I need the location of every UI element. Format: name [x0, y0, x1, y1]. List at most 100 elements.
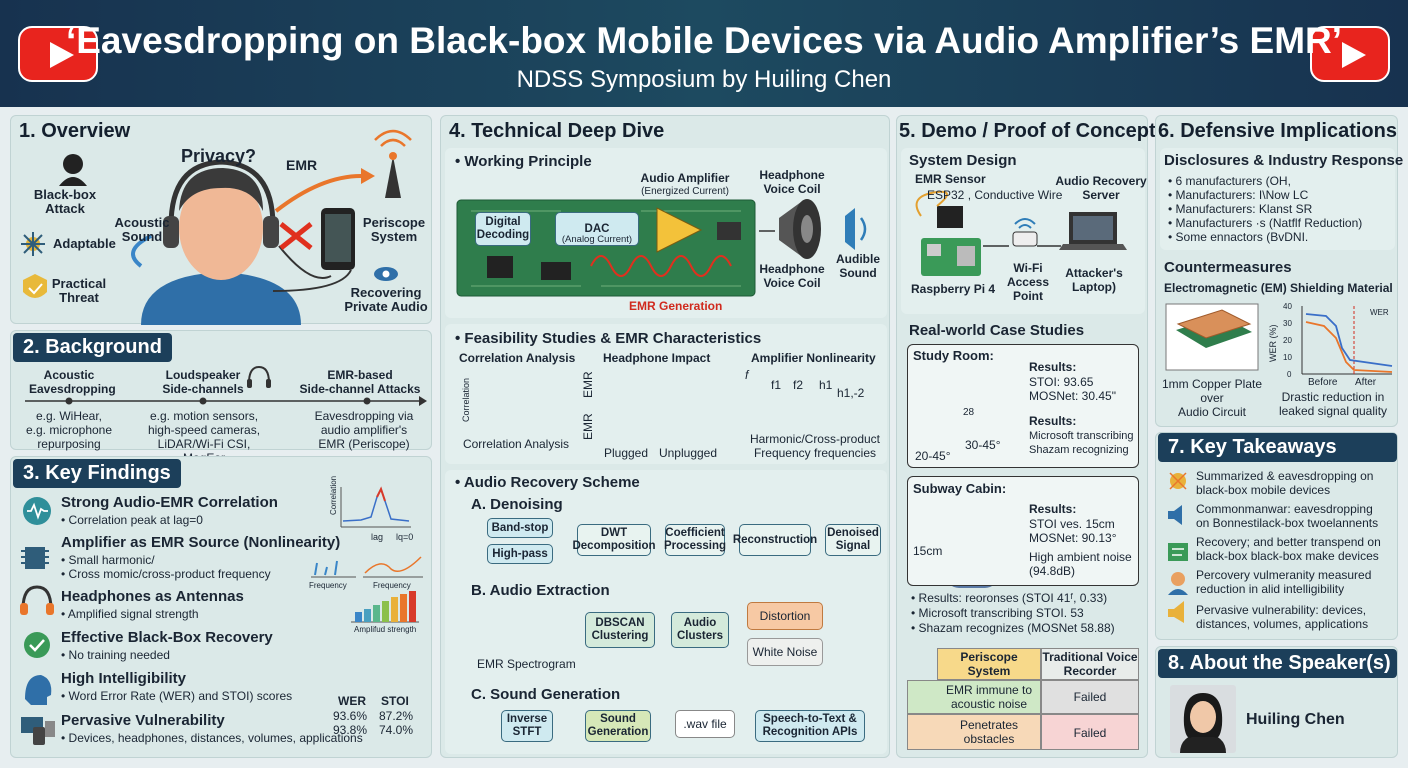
feasibility-title: • Feasibility Studies & EMR Characterist… — [455, 330, 762, 347]
ambient-noise: High ambient noise (94.8dB) — [1029, 550, 1132, 578]
h1-label: h1 — [819, 378, 833, 392]
corr-y-label: Correlation — [461, 377, 471, 422]
play-icon-left[interactable] — [18, 26, 98, 82]
wer-row-2: 93.8% — [333, 723, 368, 737]
dac-box: DAC — [555, 212, 639, 246]
takeaways-title: 7. Key Takeaways — [1158, 433, 1397, 462]
table-row-1-value-cell — [1041, 680, 1139, 714]
recovery-title: • Audio Recovery Scheme — [455, 474, 640, 491]
stoi-header: STOI — [381, 694, 409, 708]
practical-label: Practical Threat — [51, 276, 107, 305]
white-noise-box: White Noise — [747, 638, 823, 666]
table-r1-label: EMR immune to acoustic noise — [945, 683, 1033, 711]
bg-col3-head: EMR-based Side-channel Attacks — [299, 368, 421, 396]
emr-label-1: EMR — [581, 371, 595, 398]
feasibility-box — [445, 324, 887, 464]
emr-label: EMR — [286, 157, 318, 173]
audio-clusters-box: Audio Clusters — [671, 612, 729, 648]
findings-panel: 3. Key Findings Strong Audio-EMR Correla… — [10, 456, 432, 758]
istft-box: Inverse STFT — [501, 710, 553, 742]
analog-label: (Analog Current) — [561, 234, 633, 245]
study-room-label: Study Room: — [913, 348, 994, 363]
header-banner: ‘Eavesdropping on Black-box Mobile Devic… — [0, 0, 1408, 107]
takeaway-5: Pervasive vulnerability: devices, distan… — [1196, 603, 1369, 631]
page-title: ‘Eavesdropping on Black-box Mobile Devic… — [65, 20, 1343, 61]
ytick-30: 30 — [1283, 319, 1292, 328]
unplugged-label: Unplugged — [658, 446, 718, 460]
working-principle-title: • Working Principle — [455, 153, 592, 170]
takeaway-3: Recovery; and better transpend on black-… — [1196, 535, 1381, 563]
sound-gen-box: Sound Generation — [585, 710, 651, 742]
h2-label: h1,-2 — [837, 386, 865, 400]
finding-1-body: • Correlation peak at lag=0 — [61, 513, 203, 527]
table-row-1 — [907, 680, 1041, 714]
disc-4: • Manufacturers ·s (Natflf Reduction) — [1168, 216, 1363, 230]
wer-row-1: 93.6% — [333, 709, 368, 723]
extraction-title: B. Audio Extraction — [471, 582, 610, 599]
coefficient-box: Coefficient Processing — [664, 524, 726, 556]
stoi-row-1: 87.2% — [379, 709, 414, 723]
results-label-1: Results: — [1029, 360, 1077, 374]
denoised-box: Denoised Signal — [825, 524, 881, 556]
demo-panel: 5. Demo / Proof of Concept System Design… — [896, 115, 1156, 758]
dac-label: DAC — [584, 222, 610, 235]
overview-title: 1. Overview — [19, 120, 131, 142]
shielding-illustration — [1165, 303, 1393, 375]
emr-sensor-label: EMR Sensor — [915, 172, 986, 186]
drastic-label: Drastic reduction in leaked signal quali… — [1278, 390, 1388, 418]
takeaway-2: Commonmanwar: eavesdropping on Bonnestil… — [1196, 502, 1379, 530]
background-panel: 2. Background Acoustic Eavesdropping e.g… — [10, 330, 432, 465]
emr-label-2: EMR — [581, 413, 595, 440]
takeaway-4: Percovery vulmeranity measured reduction… — [1196, 568, 1372, 596]
takeaway-icons — [1168, 472, 1188, 623]
play-icon-right[interactable] — [1310, 26, 1390, 82]
rpi-label: Raspberry Pi 4 — [911, 282, 996, 296]
wav-file-box: .wav file — [675, 710, 735, 738]
shazam-1: Shazam recognizing — [1029, 444, 1129, 456]
angle-20-45: 20-45° — [915, 449, 951, 463]
stt-box: Speech-to-Text & Recognition APIs — [755, 710, 865, 742]
server-label: Audio Recovery Server — [1055, 174, 1147, 202]
bg-col1-head: Acoustic Eavesdropping — [29, 368, 116, 396]
takeaway-1: Summarized & eavesdropping on black-box … — [1196, 469, 1374, 497]
disc-1: • 6 manufacturers (OH, — [1168, 174, 1291, 188]
disc-3: • Manufacturers: Klanst SR — [1168, 202, 1313, 216]
f2-label: f2 — [793, 378, 804, 392]
energized-label: (Energized Current) — [641, 186, 729, 197]
emr-generation-label: EMR Generation — [629, 299, 723, 313]
finding-4-head: Effective Black-Box Recovery — [61, 629, 273, 646]
stoi-row-2: 74.0% — [379, 723, 414, 737]
corr-analysis-title: Correlation Analysis — [459, 351, 576, 365]
demo-bullet-1: • Results: reoronses (STOI 41ᶠ, 0.33) — [911, 591, 1108, 605]
finding-6-body: • Devices, headphones, distances, volume… — [61, 731, 363, 745]
copper-plate-label: 1mm Copper Plate over Audio Circuit — [1161, 377, 1263, 419]
mosnet-1: MOSNet: 30.45" — [1029, 389, 1116, 403]
headphone-impact-title: Headphone Impact — [603, 351, 711, 365]
overview-panel: 1. Overview Black-box Attack Adaptable P… — [10, 115, 432, 325]
demo-bullet-2: • Microsoft transcribing STOI. 53 — [911, 606, 1084, 620]
ytick-0: 0 — [1287, 370, 1292, 379]
demo-bullet-3: • Shazam recognizes (MOSNet 58.88) — [911, 621, 1115, 635]
adaptable-label: Adaptable — [53, 236, 116, 251]
amplified-label: Amplifud strength — [354, 625, 417, 634]
spectrogram-label: EMR Spectrogram — [477, 657, 576, 671]
periscope-label: Periscope System — [362, 215, 426, 244]
subway-label: Subway Cabin: — [913, 481, 1007, 496]
finding-6-head: Pervasive Vulnerability — [61, 712, 225, 729]
privacy-label: Privacy? — [181, 146, 257, 166]
wer-header: WER — [338, 694, 366, 708]
corr-caption: Correlation Analysis — [462, 437, 570, 451]
lag0-label: lq=0 — [396, 532, 414, 542]
dbscan-box: DBSCAN Clustering — [585, 612, 655, 648]
freq-label-1: Frequency — [309, 581, 347, 590]
table-r1-value: Failed — [1073, 690, 1107, 704]
results-label-3: Results: — [1029, 502, 1077, 516]
stoi-2: STOI ves. 15cm — [1029, 517, 1115, 531]
finding-2-head: Amplifier as EMR Source (Nonlinearity) — [61, 534, 341, 551]
ms-transcribing-1: Microsoft transcribing — [1029, 430, 1134, 442]
finding-2-body: • Small harmonic/ • Cross momic/cross-pr… — [61, 553, 271, 581]
speaker-name: Huiling Chen — [1246, 711, 1345, 728]
hp-voice-coil-top: Headphone Voice Coil — [759, 168, 825, 196]
distance-15cm: 15cm — [913, 544, 943, 558]
disclosures-box — [1160, 148, 1395, 250]
